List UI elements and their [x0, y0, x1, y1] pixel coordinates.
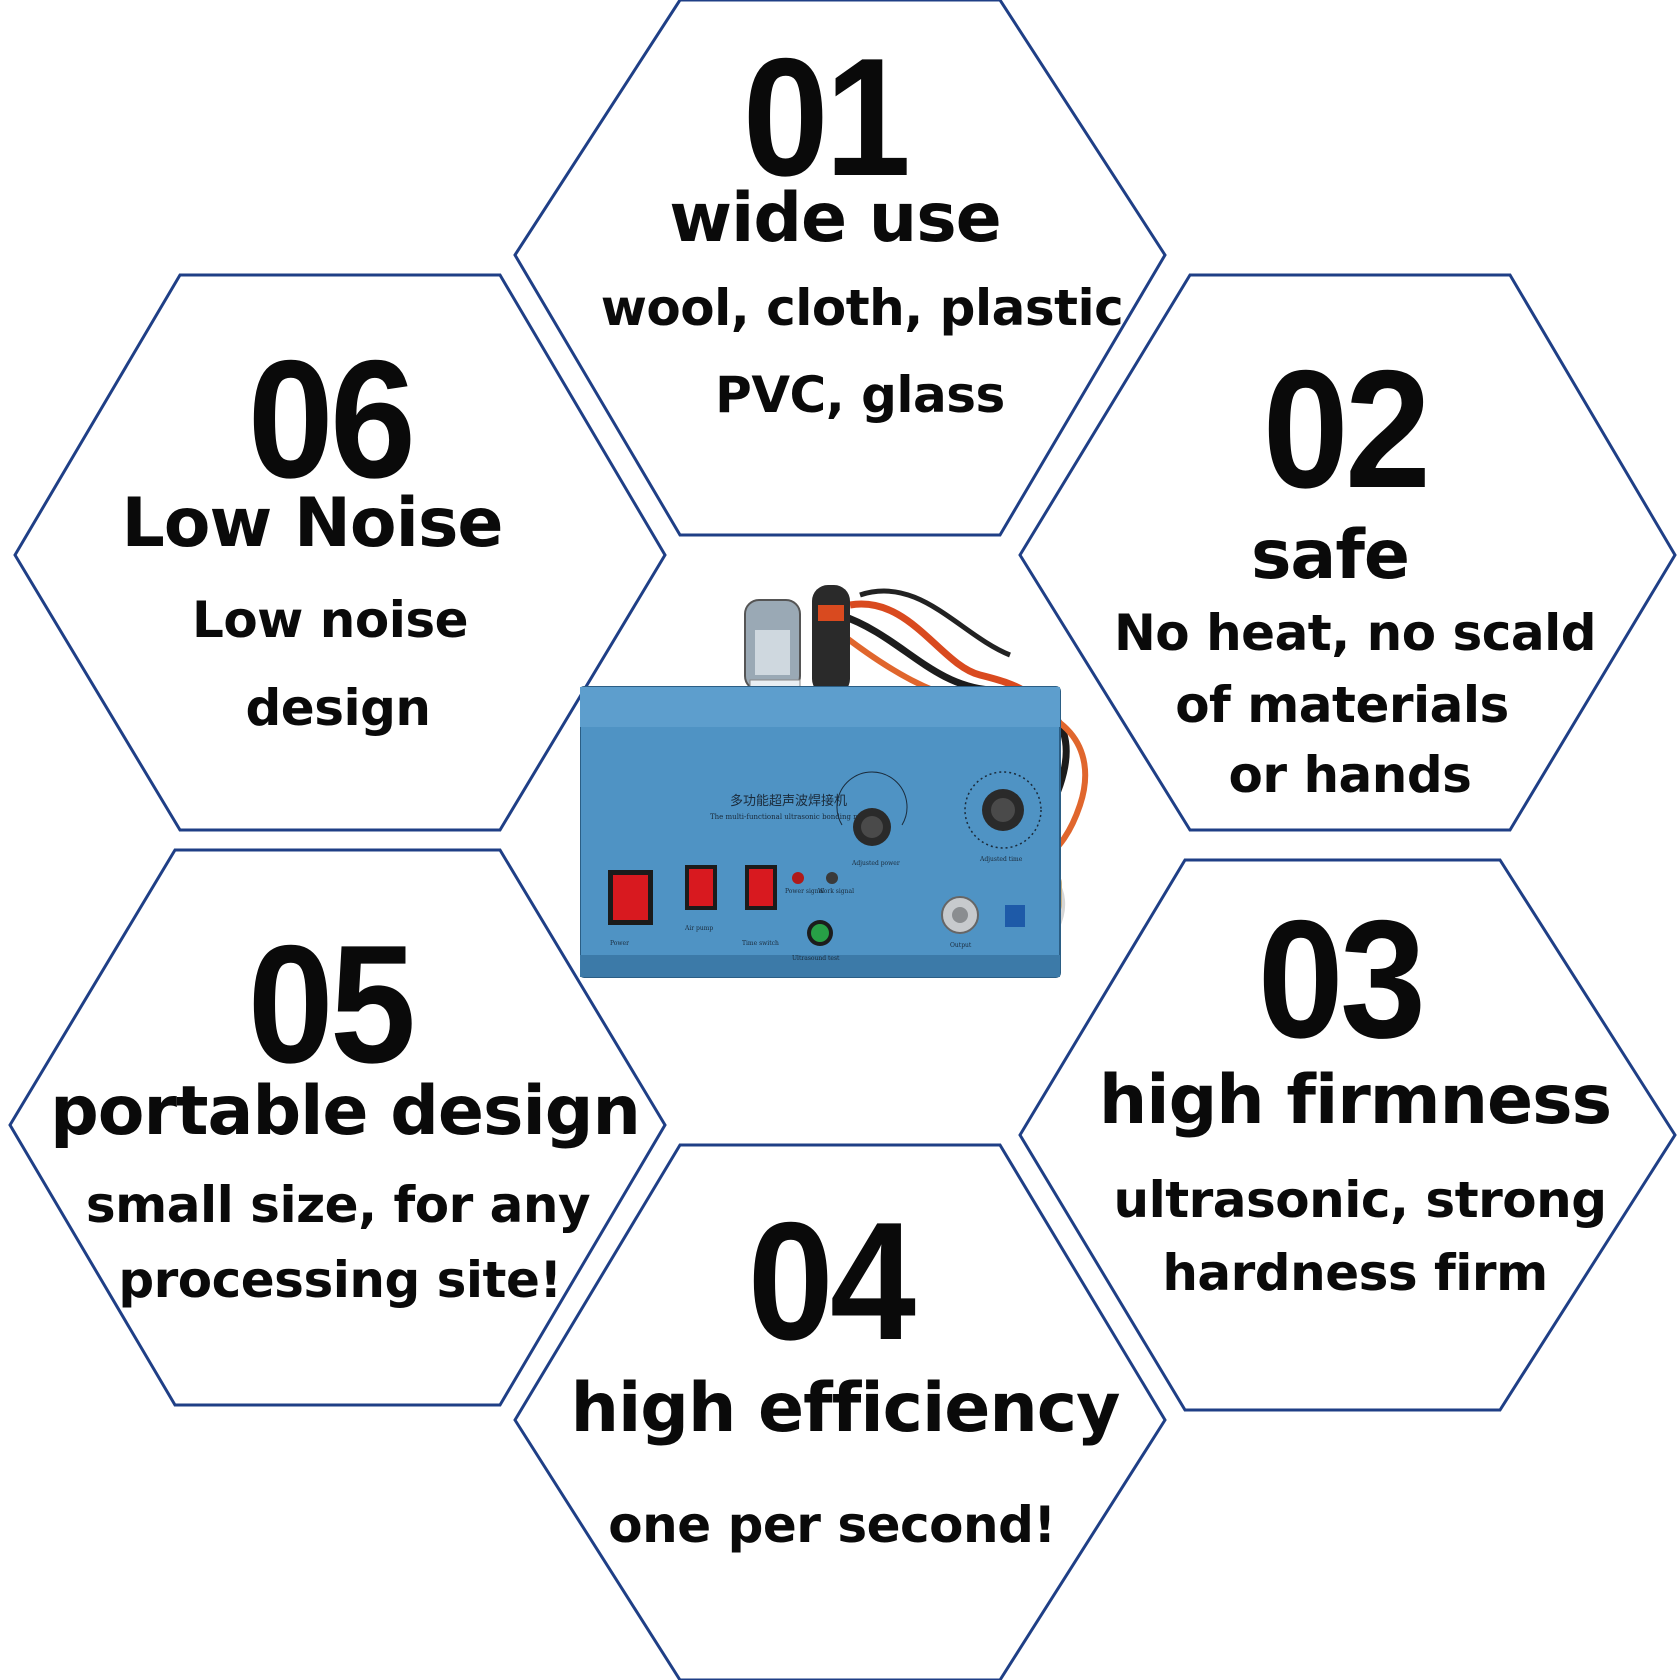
feature-03-number: 03	[1257, 885, 1426, 1073]
feature-01-number: 01	[742, 23, 911, 211]
label-output: Output	[950, 942, 972, 949]
feature-01-line-1: wool, cloth, plastic	[600, 279, 1124, 337]
feature-03-hexagon	[1018, 858, 1677, 1412]
feature-04-hexagon	[513, 1143, 1167, 1680]
ultrasound-test-button[interactable]	[807, 920, 833, 946]
feature-04-number: 04	[747, 1187, 916, 1375]
feature-05-line-1: small size, for any	[85, 1176, 591, 1234]
label-time-switch: Time switch	[742, 940, 779, 947]
power-switch[interactable]	[608, 870, 653, 925]
feature-04-title: high efficiency	[570, 1369, 1121, 1448]
work-signal-led	[826, 872, 838, 884]
feature-03-line-2: hardness firm	[1162, 1244, 1548, 1302]
output-connector[interactable]	[941, 896, 979, 934]
power-signal-led	[792, 872, 804, 884]
label-air-pump: Air pump	[684, 925, 713, 932]
machine-title-en: The multi-functional ultrasonic bonding …	[710, 813, 883, 821]
label-power-signal: Power signal	[785, 888, 824, 895]
feature-06-hexagon	[13, 273, 667, 832]
feature-01-title: wide use	[669, 179, 1002, 258]
label-adjust-time: Adjusted time	[979, 856, 1023, 863]
feature-01-line-2: PVC, glass	[715, 366, 1005, 424]
feature-02-hexagon	[1018, 273, 1677, 832]
label-adjust-power: Adjusted power	[851, 860, 900, 867]
feature-05-hexagon	[8, 848, 667, 1407]
feature-02-line-1: No heat, no scald	[1113, 604, 1597, 662]
feature-03-line-1: ultrasonic, strong	[1113, 1171, 1607, 1229]
feature-05-line-2: processing site!	[118, 1251, 562, 1309]
feature-01-hexagon	[513, 0, 1167, 537]
air-pump-switch[interactable]	[685, 865, 717, 910]
welding-gun-handle	[812, 585, 850, 695]
feature-06-title: Low Noise	[121, 484, 503, 563]
label-ultrasound-test: Ultrasound test	[792, 955, 840, 962]
machine-title-cn: 多功能超声波焊接机	[730, 793, 847, 809]
ultrasonic-welding-machine: 多功能超声波焊接机 The multi-functional ultrasoni…	[580, 585, 1089, 978]
feature-02-line-3: or hands	[1228, 746, 1472, 804]
feature-03-title: high firmness	[1098, 1061, 1612, 1140]
time-switch[interactable]	[745, 865, 777, 910]
label-power: Power	[610, 940, 629, 947]
feature-05-title: portable design	[50, 1072, 641, 1151]
feature-02-line-2: of materials	[1175, 676, 1509, 734]
feature-06-line-1: Low noise	[191, 591, 469, 649]
power-adjust-knob[interactable]	[836, 771, 908, 846]
feature-04-line-1: one per second!	[608, 1496, 1056, 1554]
time-adjust-knob[interactable]	[964, 771, 1042, 849]
label-work-signal: Work signal	[818, 888, 854, 895]
feature-02-number: 02	[1262, 335, 1431, 523]
feature-06-line-2: design	[245, 679, 432, 737]
feature-02-title: safe	[1250, 516, 1410, 595]
feature-06-number: 06	[247, 325, 416, 513]
feature-05-number: 05	[247, 910, 416, 1098]
